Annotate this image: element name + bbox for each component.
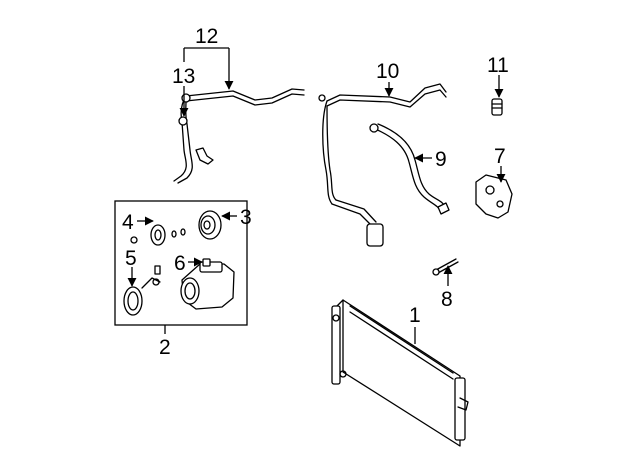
clutch-pulley-part-3[interactable] xyxy=(198,210,222,240)
callout-6: 6 xyxy=(174,252,186,275)
callout-11: 11 xyxy=(487,54,509,77)
discharge-hose-part-10[interactable] xyxy=(318,83,447,247)
callout-4: 4 xyxy=(122,211,134,234)
clutch-plate-part-4[interactable] xyxy=(130,224,186,246)
callout-1: 1 xyxy=(409,304,421,327)
callout-7: 7 xyxy=(494,145,506,168)
bolt-part-8[interactable] xyxy=(432,258,459,276)
bracket-part-7[interactable] xyxy=(475,174,513,219)
callout-10: 10 xyxy=(376,60,399,83)
condenser-part-1[interactable] xyxy=(331,299,469,447)
callout-labels: 1 2 3 4 5 6 7 8 9 10 11 12 13 xyxy=(122,25,509,359)
callout-12: 12 xyxy=(195,25,218,48)
callout-3: 3 xyxy=(240,206,252,229)
service-valve-cap-part-11[interactable] xyxy=(491,98,503,116)
clutch-coil-part-5[interactable] xyxy=(123,277,161,316)
compressor-kit-box xyxy=(114,200,248,326)
callout-13: 13 xyxy=(172,65,195,88)
suction-hose-part-9[interactable] xyxy=(369,123,450,215)
callout-2: 2 xyxy=(159,336,171,359)
o-ring-part-13[interactable] xyxy=(178,116,188,126)
liquid-line-part-12[interactable] xyxy=(173,88,305,184)
compressor-part-2[interactable] xyxy=(180,261,235,310)
callout-9: 9 xyxy=(435,148,447,171)
callout-5: 5 xyxy=(125,247,137,270)
relief-valve-part-6[interactable] xyxy=(154,258,211,275)
callout-8: 8 xyxy=(441,288,453,311)
leader-lines xyxy=(127,47,506,344)
